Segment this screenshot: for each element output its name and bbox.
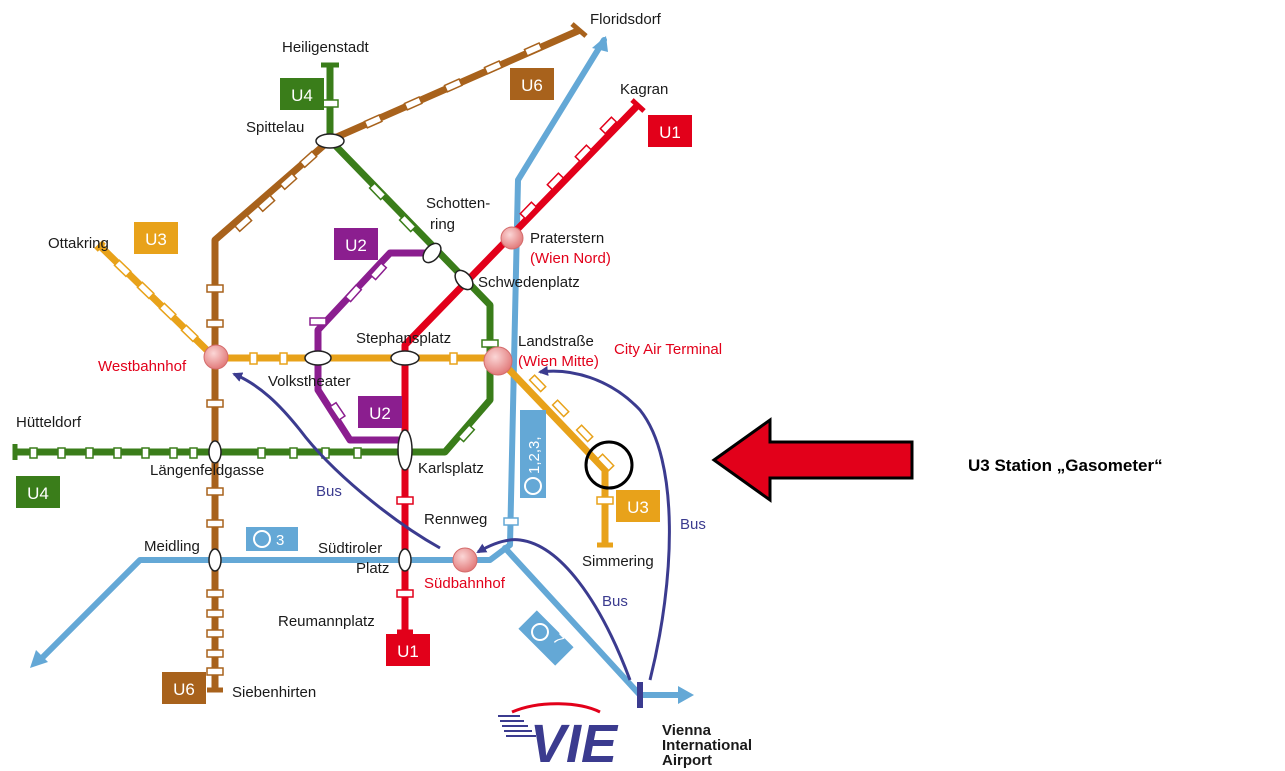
label-siebenhirten: Siebenhirten bbox=[232, 684, 316, 701]
sbahn-logo-icon bbox=[531, 623, 549, 641]
svg-text:U1: U1 bbox=[397, 642, 419, 661]
suedtiroler-interchange bbox=[398, 548, 412, 572]
svg-text:1,2,3,: 1,2,3, bbox=[526, 436, 543, 474]
label-huetteldorf: Hütteldorf bbox=[16, 414, 82, 431]
bus-route-suedbahnhof bbox=[476, 538, 632, 681]
label-ottakring: Ottakring bbox=[48, 235, 109, 252]
label-karlsplatz: Karlsplatz bbox=[418, 460, 484, 477]
u6-badge-bottom bbox=[162, 672, 206, 704]
bus-route-westbahnhof bbox=[232, 372, 441, 550]
label-bus-east: Bus bbox=[680, 516, 706, 533]
u2-badge-bottom bbox=[358, 396, 402, 428]
u2-badge-top bbox=[334, 228, 378, 260]
station-ticks bbox=[29, 42, 618, 676]
u1-badge-top bbox=[648, 115, 692, 147]
u4-badge-bottom bbox=[16, 476, 60, 508]
bus-route-landstrasse bbox=[538, 365, 671, 681]
label-landstrasse: Landstraße bbox=[518, 333, 594, 350]
label-reumannplatz: Reumannplatz bbox=[278, 613, 375, 630]
airport-name-1: Vienna bbox=[662, 722, 712, 739]
u3-badge-top bbox=[134, 222, 178, 254]
svg-text:U1: U1 bbox=[659, 123, 681, 142]
logo-red-swoosh bbox=[511, 702, 601, 714]
label-wien-nord: (Wien Nord) bbox=[530, 250, 611, 267]
u4-badge-top bbox=[280, 78, 324, 110]
interchanges bbox=[208, 133, 474, 572]
hub-stations bbox=[203, 226, 524, 573]
praterstern-hub bbox=[500, 226, 524, 250]
label-suedtiroler-2: Platz bbox=[356, 560, 389, 577]
sbahn-main-line bbox=[37, 37, 607, 663]
u3-badge-bottom bbox=[616, 490, 660, 522]
label-floridsdorf: Floridsdorf bbox=[590, 11, 662, 28]
label-schottenring-2: ring bbox=[430, 216, 455, 233]
logo-stripes bbox=[498, 715, 536, 737]
label-schottenring-1: Schotten- bbox=[426, 195, 490, 212]
schwedenplatz-interchange bbox=[454, 269, 474, 291]
westbahnhof-hub bbox=[203, 344, 229, 370]
stephansplatz-interchange bbox=[390, 350, 420, 366]
svg-text:U2: U2 bbox=[369, 404, 391, 423]
vie-airport-logo: VIE Vienna International Airport bbox=[498, 702, 752, 771]
label-spittelau: Spittelau bbox=[246, 119, 304, 136]
label-rennweg: Rennweg bbox=[424, 511, 487, 528]
karlsplatz-interchange bbox=[397, 429, 413, 471]
sbahn-logo-icon bbox=[524, 477, 542, 495]
line-badges: U4 U6 U1 U3 U2 U2 U4 U3 U1 U6 1,2,3, 3 7 bbox=[16, 68, 692, 704]
svg-text:U3: U3 bbox=[145, 230, 167, 249]
spittelau-interchange bbox=[315, 133, 345, 149]
label-bus-south: Bus bbox=[602, 593, 628, 610]
red-pointer-arrow bbox=[711, 417, 914, 503]
suedbahnhof-hub bbox=[452, 547, 478, 573]
label-suedtiroler-1: Südtiroler bbox=[318, 540, 382, 557]
bus-routes bbox=[232, 365, 671, 708]
sbahn-arrow-airport bbox=[678, 686, 694, 704]
label-volkstheater: Volkstheater bbox=[268, 373, 351, 390]
label-meidling: Meidling bbox=[144, 538, 200, 555]
landstrasse-hub bbox=[483, 346, 513, 376]
label-city-air-terminal: City Air Terminal bbox=[614, 341, 722, 358]
airport-name-3: Airport bbox=[662, 752, 712, 769]
u1-badge-bottom bbox=[386, 634, 430, 666]
sbahn-arrow-floridsdorf bbox=[592, 36, 608, 52]
schottenring-interchange bbox=[422, 242, 442, 264]
label-laengenfeldgasse: Längenfeldgasse bbox=[150, 462, 264, 479]
label-kagran: Kagran bbox=[620, 81, 668, 98]
laengenfeldgasse-interchange bbox=[208, 440, 222, 464]
label-stephansplatz: Stephansplatz bbox=[356, 330, 451, 347]
sbahn-arrowheads bbox=[30, 36, 694, 704]
logo-mark: VIE bbox=[530, 714, 619, 771]
label-suedbahnhof: Südbahnhof bbox=[424, 575, 506, 592]
svg-text:3: 3 bbox=[276, 532, 284, 549]
svg-text:U3: U3 bbox=[627, 498, 649, 517]
meidling-interchange bbox=[208, 548, 222, 572]
svg-text:U2: U2 bbox=[345, 236, 367, 255]
label-schwedenplatz: Schwedenplatz bbox=[478, 274, 580, 291]
u6-badge-top bbox=[510, 68, 554, 100]
sbahn-arrow-southwest bbox=[30, 650, 48, 668]
label-simmering: Simmering bbox=[582, 553, 654, 570]
sbahn-logo-icon bbox=[253, 530, 271, 548]
svg-text:U4: U4 bbox=[291, 86, 313, 105]
label-bus-west: Bus bbox=[316, 483, 342, 500]
label-heiligenstadt: Heiligenstadt bbox=[282, 39, 370, 56]
svg-text:U6: U6 bbox=[173, 680, 195, 699]
label-praterstern: Praterstern bbox=[530, 230, 604, 247]
svg-text:U6: U6 bbox=[521, 76, 543, 95]
u1-line bbox=[397, 98, 646, 635]
svg-text:U4: U4 bbox=[27, 484, 49, 503]
gasometer-highlight-circle bbox=[584, 440, 634, 490]
gasometer-callout-label: U3 Station „Gasometer“ bbox=[968, 456, 1163, 475]
label-wien-mitte: (Wien Mitte) bbox=[518, 353, 599, 370]
station-labels: Floridsdorf Heiligenstadt Kagran Spittel… bbox=[16, 11, 722, 701]
volkstheater-interchange bbox=[304, 350, 332, 366]
airport-name-2: International bbox=[662, 737, 752, 754]
label-westbahnhof: Westbahnhof bbox=[98, 358, 187, 375]
sbahn-badge-123 bbox=[520, 410, 546, 498]
